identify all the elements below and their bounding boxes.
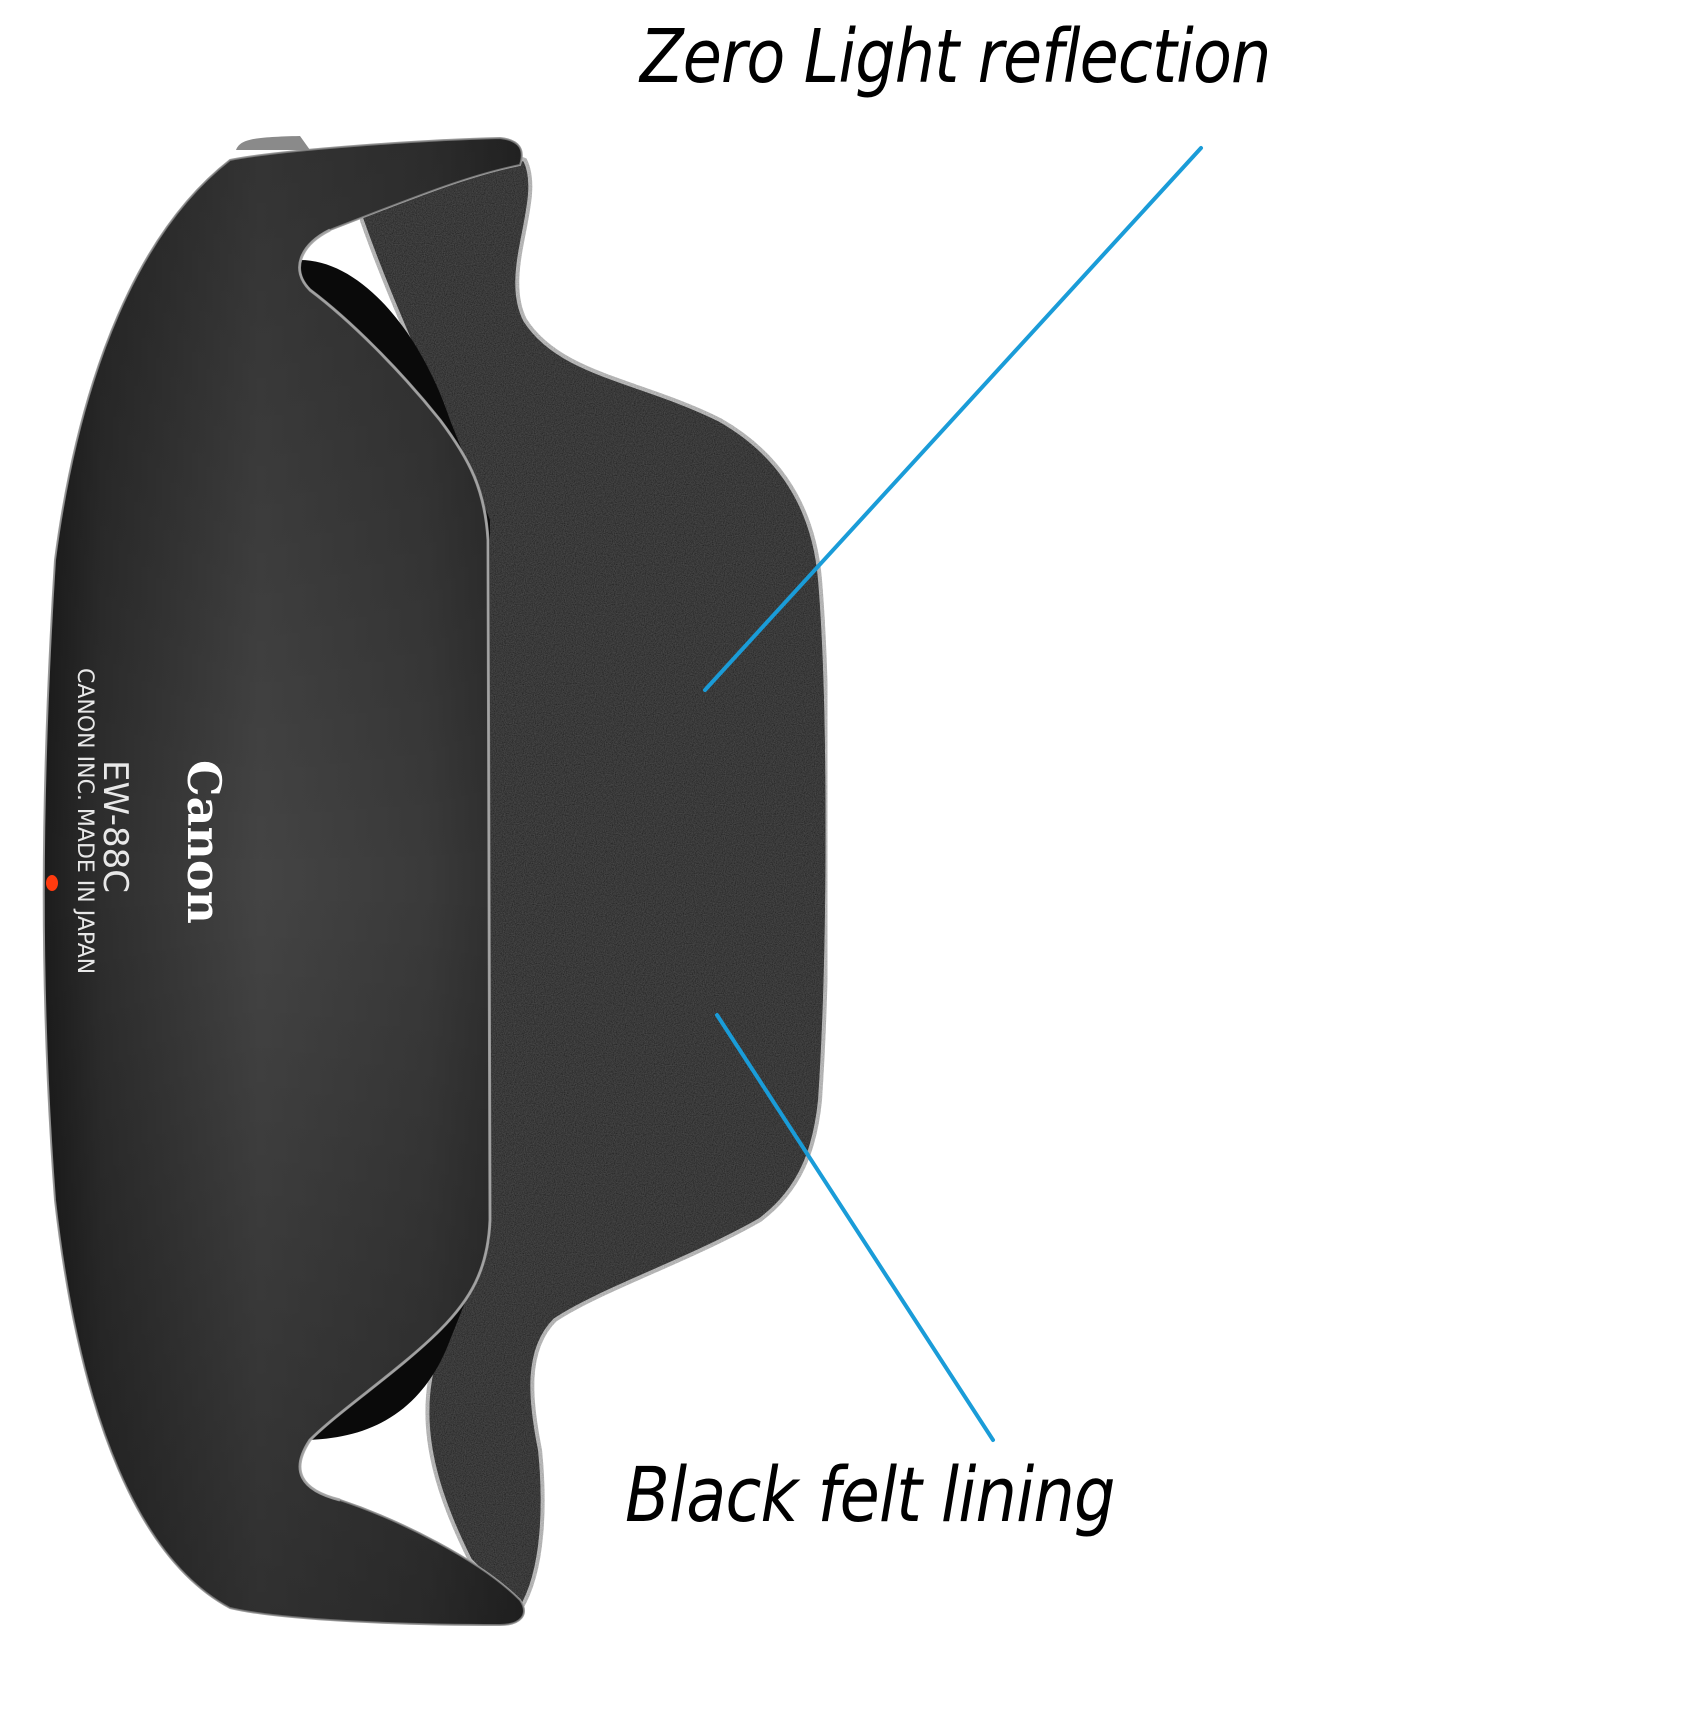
callout-line-felt [715, 1013, 995, 1442]
bayonet-tab [236, 136, 310, 150]
brand-logo: Canon [177, 760, 231, 924]
hood-markings: Canon EW-88C CANON INC. MADE IN JAPAN [46, 668, 231, 974]
manufacturer-text: CANON INC. MADE IN JAPAN [72, 668, 97, 974]
callout-label-black-felt-lining: Black felt lining [625, 1450, 1115, 1539]
hood-body [42, 136, 525, 1627]
index-dot [46, 875, 58, 891]
callout-label-zero-light-reflection: Zero Light reflection [640, 14, 1271, 100]
model-number: EW-88C [95, 760, 135, 893]
callout-line-reflection [703, 146, 1203, 692]
